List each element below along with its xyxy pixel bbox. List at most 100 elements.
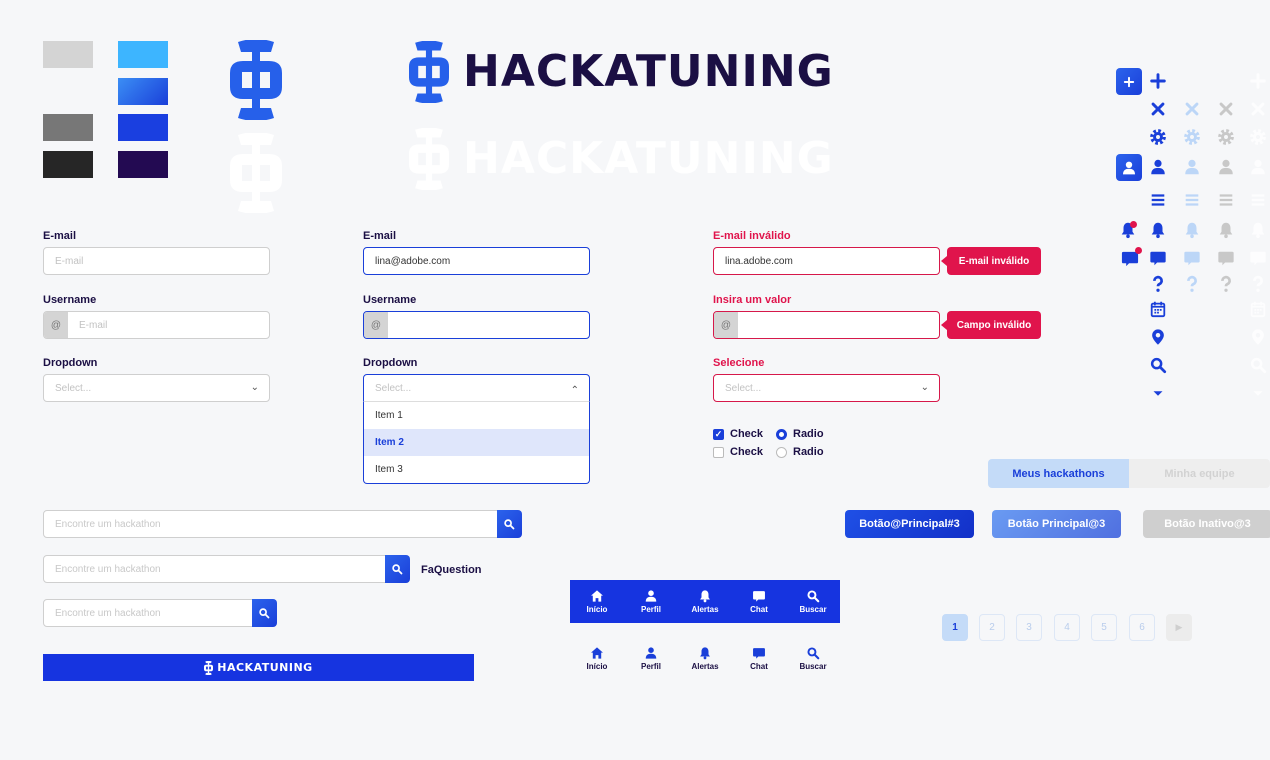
dropdown-option-selected[interactable]: Item 2 — [364, 429, 589, 456]
faq-link[interactable]: FaQuestion — [421, 564, 482, 576]
question-icon — [1217, 275, 1235, 293]
search-icon — [503, 518, 515, 530]
search-input-medium[interactable]: Encontre um hackathon — [43, 554, 410, 583]
chat-notification-icon[interactable] — [1120, 247, 1142, 268]
search-icon — [806, 589, 820, 603]
bell-notification-icon[interactable] — [1119, 221, 1137, 239]
nav-item-inicio[interactable]: Início — [570, 589, 624, 614]
nav-label: Perfil — [640, 662, 661, 671]
page-5[interactable]: 5 — [1091, 614, 1117, 641]
logo-text: HACKATUNING — [463, 46, 834, 97]
nav-item-buscar[interactable]: Buscar — [786, 589, 840, 614]
radio-icon — [776, 446, 787, 458]
username-error-tooltip: Campo inválido — [941, 311, 1041, 339]
caret-down-icon — [1249, 384, 1267, 402]
email-field-error[interactable]: lina.adobe.com — [713, 247, 940, 275]
bell-icon — [1217, 221, 1235, 239]
chat-icon — [1249, 249, 1267, 267]
nav-item-chat[interactable]: Chat — [732, 589, 786, 614]
next-page-button[interactable]: ▶ — [1166, 614, 1192, 641]
dropdown-option[interactable]: Item 3 — [375, 464, 403, 475]
dropdown-select[interactable]: Select... ⌄ — [43, 374, 270, 402]
chevron-up-icon: ⌃ — [570, 385, 579, 396]
primary-button[interactable]: Botão@Principal#3 — [845, 510, 974, 538]
nav-label: Início — [586, 662, 608, 671]
user-icon — [1121, 160, 1137, 176]
tab-minha-equipe[interactable]: Minha equipe — [1129, 459, 1270, 488]
radio-selected[interactable]: Radio — [776, 428, 824, 440]
search-icon — [391, 563, 403, 575]
checkbox-icon — [713, 446, 724, 458]
add-button[interactable] — [1116, 68, 1142, 95]
checkbox-unchecked[interactable]: Check — [713, 446, 763, 458]
email-field[interactable]: E-mail — [43, 247, 270, 275]
checkbox-checked[interactable]: ✓Check — [713, 428, 763, 440]
username-field[interactable]: @ E-mail — [43, 311, 270, 339]
nav-item-perfil[interactable]: Perfil — [624, 646, 678, 676]
email-field-active[interactable]: lina@adobe.com — [363, 247, 590, 275]
dropdown-select-error[interactable]: Select...⌄ — [713, 374, 940, 402]
logo-icon — [230, 40, 282, 120]
logo-icon-white — [409, 128, 449, 190]
username-field-error[interactable]: @ — [713, 311, 940, 339]
page-2[interactable]: 2 — [979, 614, 1005, 641]
search-button[interactable] — [384, 554, 410, 583]
nav-item-alertas[interactable]: Alertas — [678, 646, 732, 676]
search-icon — [806, 646, 820, 660]
swatch-gray — [43, 114, 93, 141]
username-placeholder: E-mail — [79, 319, 108, 331]
question-icon — [1149, 275, 1167, 293]
chevron-down-icon: ⌄ — [250, 382, 259, 393]
at-prefix: @ — [44, 312, 68, 338]
radio-unselected[interactable]: Radio — [776, 446, 824, 458]
page-6[interactable]: 6 — [1129, 614, 1155, 641]
nav-label: Alertas — [691, 605, 719, 614]
page-3[interactable]: 3 — [1016, 614, 1042, 641]
close-icon — [1249, 100, 1267, 118]
menu-icon — [1183, 191, 1201, 209]
profile-button[interactable] — [1116, 154, 1142, 181]
plus-icon — [1249, 72, 1267, 90]
username-field-active[interactable]: @ — [363, 311, 590, 339]
question-icon — [1249, 275, 1267, 293]
primary-button-hover[interactable]: Botão Principal@3 — [992, 510, 1121, 538]
tab-meus-hackathons[interactable]: Meus hackathons — [988, 459, 1129, 488]
gear-icon — [1149, 128, 1167, 146]
plus-icon — [1123, 76, 1135, 88]
username-label: Username — [43, 294, 97, 306]
nav-label: Início — [586, 605, 608, 614]
logo-icon — [409, 41, 449, 103]
search-icon — [1249, 356, 1267, 374]
dropdown-placeholder: Select... — [55, 382, 92, 394]
nav-item-perfil[interactable]: Perfil — [624, 589, 678, 614]
brand-banner: HACKATUNING — [43, 654, 474, 681]
nav-item-buscar[interactable]: Buscar — [786, 646, 840, 676]
gear-icon — [1183, 128, 1201, 146]
chat-icon — [1149, 249, 1167, 267]
checkbox-icon: ✓ — [713, 428, 724, 440]
nav-item-chat[interactable]: Chat — [732, 646, 786, 676]
bell-icon — [1149, 221, 1167, 239]
search-input-small[interactable]: Encontre um hackathon — [43, 598, 277, 627]
search-button[interactable] — [496, 509, 522, 538]
chat-icon — [1183, 249, 1201, 267]
user-icon — [1149, 158, 1167, 176]
dropdown-select-open[interactable]: Select...⌃ — [363, 374, 590, 402]
page-1[interactable]: 1 — [942, 614, 968, 641]
page-4[interactable]: 4 — [1054, 614, 1080, 641]
disabled-button[interactable]: Botão Inativo@3 — [1143, 510, 1270, 538]
search-input-large[interactable]: Encontre um hackathon — [43, 509, 522, 538]
menu-icon — [1149, 191, 1167, 209]
bell-icon — [698, 646, 712, 660]
dropdown-option[interactable]: Item 1 — [375, 410, 403, 421]
calendar-icon — [1249, 300, 1267, 318]
search-placeholder: Encontre um hackathon — [55, 607, 161, 619]
swatch-black — [43, 151, 93, 178]
nav-item-alertas[interactable]: Alertas — [678, 589, 732, 614]
email-error-tooltip: E-mail inválido — [941, 247, 1041, 275]
nav-item-inicio[interactable]: Início — [570, 646, 624, 676]
gear-icon — [1249, 128, 1267, 146]
user-icon — [644, 646, 658, 660]
chat-icon — [1217, 249, 1235, 267]
search-button[interactable] — [251, 598, 277, 627]
